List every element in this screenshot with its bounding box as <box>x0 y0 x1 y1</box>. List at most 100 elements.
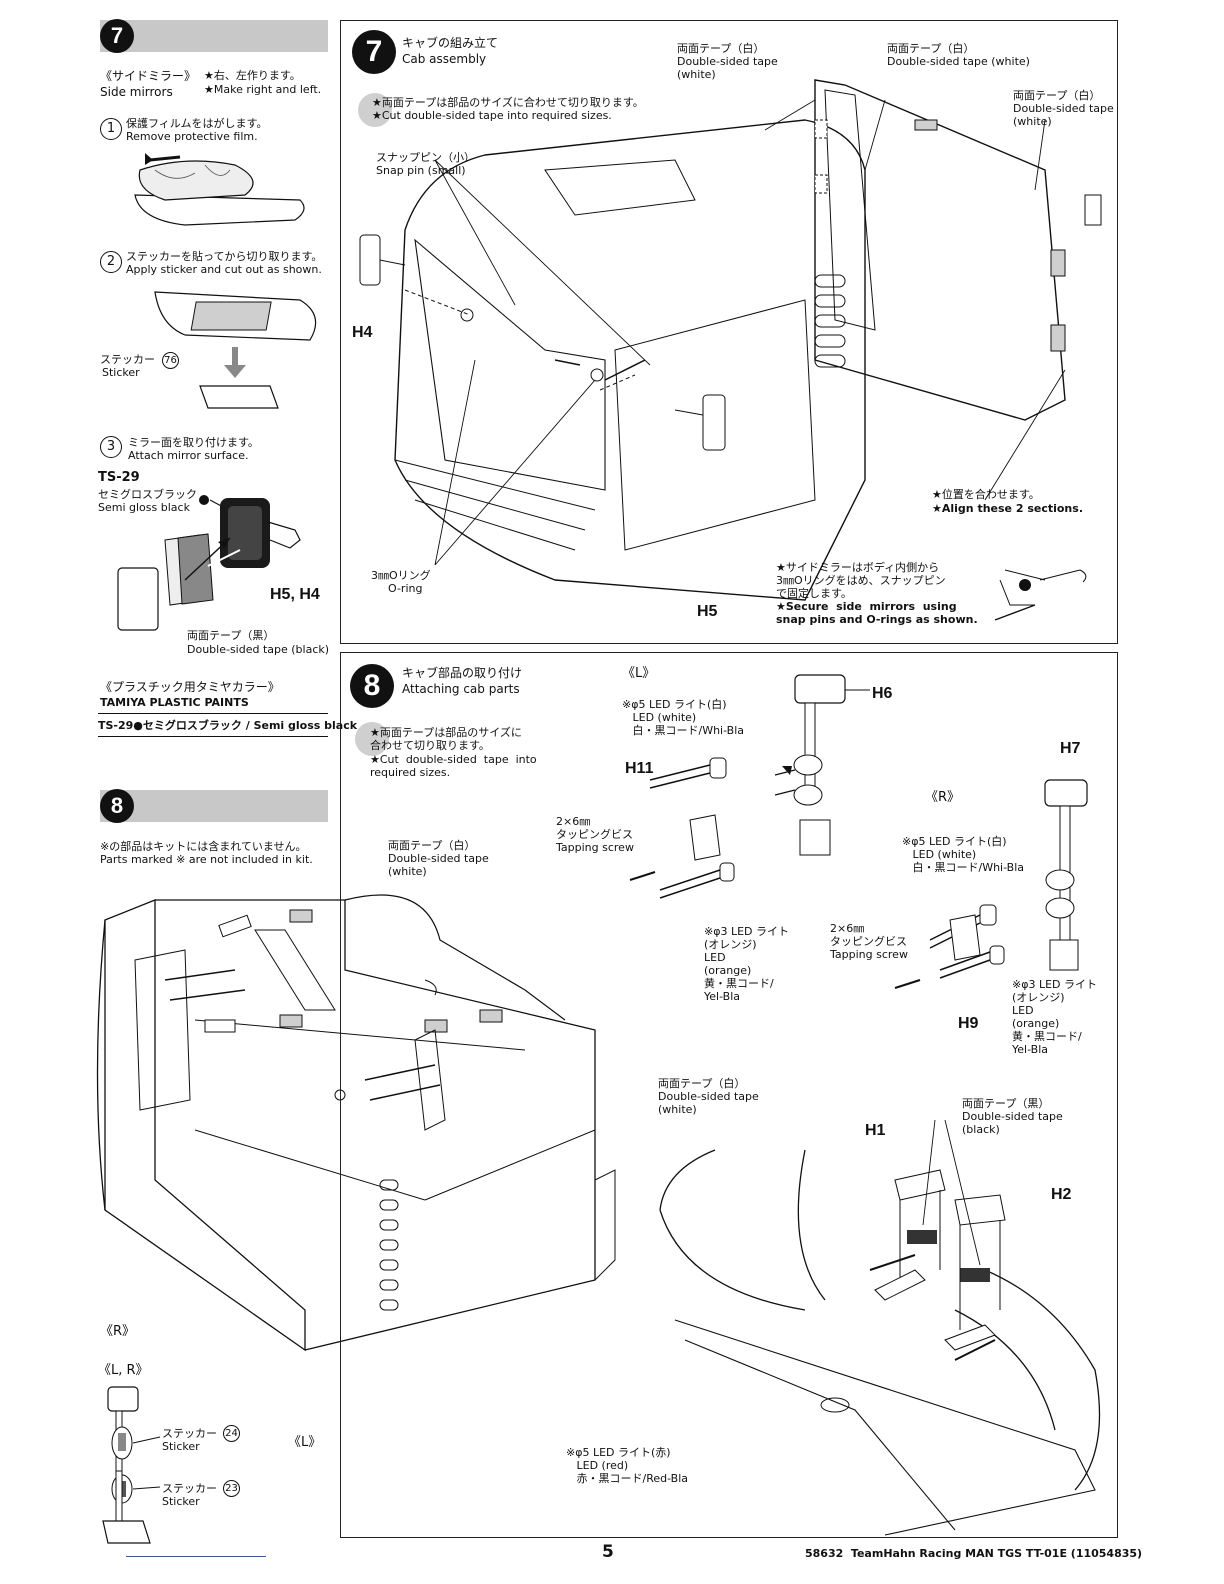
substep-2-jp: ステッカーを貼ってから切り取ります。 <box>126 250 323 263</box>
mount-sticker-illustration <box>102 1386 161 1544</box>
substep-3-jp: ミラー面を取り付けます。 <box>128 436 259 449</box>
step8-h9-label: H9 <box>958 1015 979 1032</box>
secure-mirrors-note-en: ★Secure side mirrors using snap pins and… <box>776 600 978 626</box>
footer-link-rule <box>126 1556 266 1557</box>
sticker-76-label-jp: ステッカー <box>100 353 155 366</box>
step8-h2-label: H2 <box>1051 1186 1072 1203</box>
step7-h5-label: H5 <box>697 603 718 620</box>
step8-h11-label: H11 <box>625 760 654 777</box>
side-mirrors-title-en: Side mirrors <box>100 85 173 99</box>
oring-label-jp: 3㎜Oリング <box>371 569 431 582</box>
substep-3-en: Attach mirror surface. <box>128 449 249 462</box>
tape-black-label-en: Double-sided tape (black) <box>187 643 330 656</box>
step8-tape-white-label: 両面テープ（白） Double-sided tape (white) <box>658 1077 759 1116</box>
step8-label-L: 《L》 <box>622 666 656 681</box>
step7-cab-assembly-panel <box>340 20 1118 644</box>
substep-3-number: 3 <box>100 436 122 458</box>
paints-title-jp: 《プラスチック用タミヤカラー》 <box>100 680 280 694</box>
semigloss-label-en: Semi gloss black <box>98 501 190 514</box>
semigloss-label-jp: セミグロスブラック <box>98 488 197 501</box>
step8-h6-label: H6 <box>872 685 893 702</box>
step8-box-number: 8 <box>350 664 394 708</box>
tapping-screw-R-label: 2×6㎜ タッピングビス Tapping screw <box>830 922 908 961</box>
page-number: 5 <box>602 1542 614 1562</box>
substep-1-en: Remove protective film. <box>126 130 258 143</box>
label-R-left-cab: 《R》 <box>100 1324 136 1339</box>
side-mirrors-title-jp: 《サイドミラー》 <box>100 69 197 83</box>
step8-header-bar <box>100 790 328 822</box>
led5-red-label: ※φ5 LED ライト(赤) LED (red) 赤・黒コード/Red-Bla <box>566 1446 689 1485</box>
sticker-24-label-jp: ステッカー <box>162 1427 217 1440</box>
step7-box-number: 7 <box>352 30 396 74</box>
not-included-note-en: Parts marked ※ are not included in kit. <box>100 853 313 866</box>
paints-rule-bottom <box>98 736 328 737</box>
sticker-76-number: 76 <box>162 352 179 369</box>
substep-1-number: 1 <box>100 118 122 140</box>
step7-tape3-jp: 両面テープ（白） <box>1013 89 1101 102</box>
step7-number-badge: 7 <box>100 19 134 53</box>
substep-2-number: 2 <box>100 251 122 273</box>
step8-h7-label: H7 <box>1060 740 1081 757</box>
step8-title-jp: キャブ部品の取り付け <box>402 666 523 680</box>
left-tape-white-en: Double-sided tape (white) <box>388 852 489 878</box>
oring-label-en: O-ring <box>388 582 423 595</box>
step7-note-en: ★Cut double-sided tape into required siz… <box>372 109 612 122</box>
left-tape-white-jp: 両面テープ（白） <box>388 839 476 852</box>
sticker-cut-illustration <box>154 291 317 409</box>
step7-tape2-en: Double-sided tape (white) <box>887 55 1030 68</box>
led5-white-L-label: ※φ5 LED ライト(白) LED (white) 白・黒コード/Whi-Bl… <box>622 698 745 737</box>
step8-note-en: ★Cut double-sided tape into required siz… <box>370 753 537 779</box>
step7-title-jp: キャブの組み立て <box>402 36 499 50</box>
protective-film-illustration <box>134 153 305 226</box>
substep-2-en: Apply sticker and cut out as shown. <box>126 263 322 276</box>
paint-ts29-entry: TS-29●セミグロスブラック / Semi gloss black <box>98 719 358 732</box>
step7-title-en: Cab assembly <box>402 52 487 66</box>
mirror-attach-illustration <box>117 495 301 631</box>
make-right-left-en: ★Make right and left. <box>204 83 322 96</box>
product-code-footer: 58632 TeamHahn Racing MAN TGS TT-01E (11… <box>805 1547 1143 1560</box>
chassis-rear-lights-illustration <box>659 1119 1101 1536</box>
sticker-23-label-jp: ステッカー <box>162 1482 217 1495</box>
not-included-note-jp: ※の部品はキットには含まれていません。 <box>100 840 307 853</box>
step8-tape-black-label: 両面テープ（黒） Double-sided tape (black) <box>962 1097 1063 1136</box>
secure-mirrors-note-jp: ★サイドミラーはボディ内側から 3㎜Oリングをはめ、スナップピン で固定します。 <box>776 561 946 600</box>
sticker-23-label-en: Sticker <box>162 1495 200 1508</box>
step7-tape3-en: Double-sided tape (white) <box>1013 102 1114 128</box>
step8-title-en: Attaching cab parts <box>402 682 520 696</box>
light-mounts-illustration <box>629 674 1088 989</box>
led3-orange-L-label: ※φ3 LED ライト (オレンジ) LED (orange) 黄・黒コード/ … <box>704 925 790 1003</box>
cab-assembly-illustration <box>359 79 1102 621</box>
led5-white-R-label: ※φ5 LED ライト(白) LED (white) 白・黒コード/Whi-Bl… <box>902 835 1025 874</box>
tapping-screw-L-label: 2×6㎜ タッピングビス Tapping screw <box>556 815 634 854</box>
step7-note-jp: ★両面テープは部品のサイズに合わせて切り取ります。 <box>372 96 644 109</box>
paints-rule-top <box>98 713 328 714</box>
step7-header-bar <box>100 20 328 52</box>
h5-h4-part-label: H5, H4 <box>270 586 320 603</box>
step8-attach-parts-panel <box>340 652 1118 1538</box>
step7-h4-label: H4 <box>352 324 373 341</box>
cab-interior-illustration <box>96 894 616 1352</box>
snap-pin-label-jp: スナップピン（小） <box>376 151 475 164</box>
label-LR-mount: 《L, R》 <box>98 1363 149 1378</box>
align-note-jp: ★位置を合わせます。 <box>932 488 1040 501</box>
step7-tape2-jp: 両面テープ（白） <box>887 42 975 55</box>
sticker-76-label-en: Sticker <box>102 366 140 379</box>
step8-label-R: 《R》 <box>925 790 961 805</box>
step8-note-star-bg <box>355 722 389 756</box>
step7-tape1-en: Double-sided tape (white) <box>677 55 778 81</box>
align-note-en: ★Align these 2 sections. <box>932 502 1083 515</box>
led3-orange-R-label: ※φ3 LED ライト (オレンジ) LED (orange) 黄・黒コード/ … <box>1012 978 1098 1056</box>
substep-1-jp: 保護フィルムをはがします。 <box>126 117 268 130</box>
step8-number-badge: 8 <box>100 789 134 823</box>
step7-note-star-bg <box>358 93 392 127</box>
tape-black-label-jp: 両面テープ（黒） <box>187 629 275 642</box>
paints-title-en: TAMIYA PLASTIC PAINTS <box>100 696 249 709</box>
sticker-23-number: 23 <box>223 1480 240 1497</box>
step8-h1-label: H1 <box>865 1122 886 1139</box>
step8-note-jp: ★両面テープは部品のサイズに 合わせて切り取ります。 <box>370 726 522 752</box>
step7-tape1-jp: 両面テープ（白） <box>677 42 765 55</box>
label-L-left-cab: 《L》 <box>288 1435 322 1450</box>
sticker-24-number: 24 <box>223 1425 240 1442</box>
ts29-paint-code: TS-29 <box>98 470 140 485</box>
sticker-24-label-en: Sticker <box>162 1440 200 1453</box>
